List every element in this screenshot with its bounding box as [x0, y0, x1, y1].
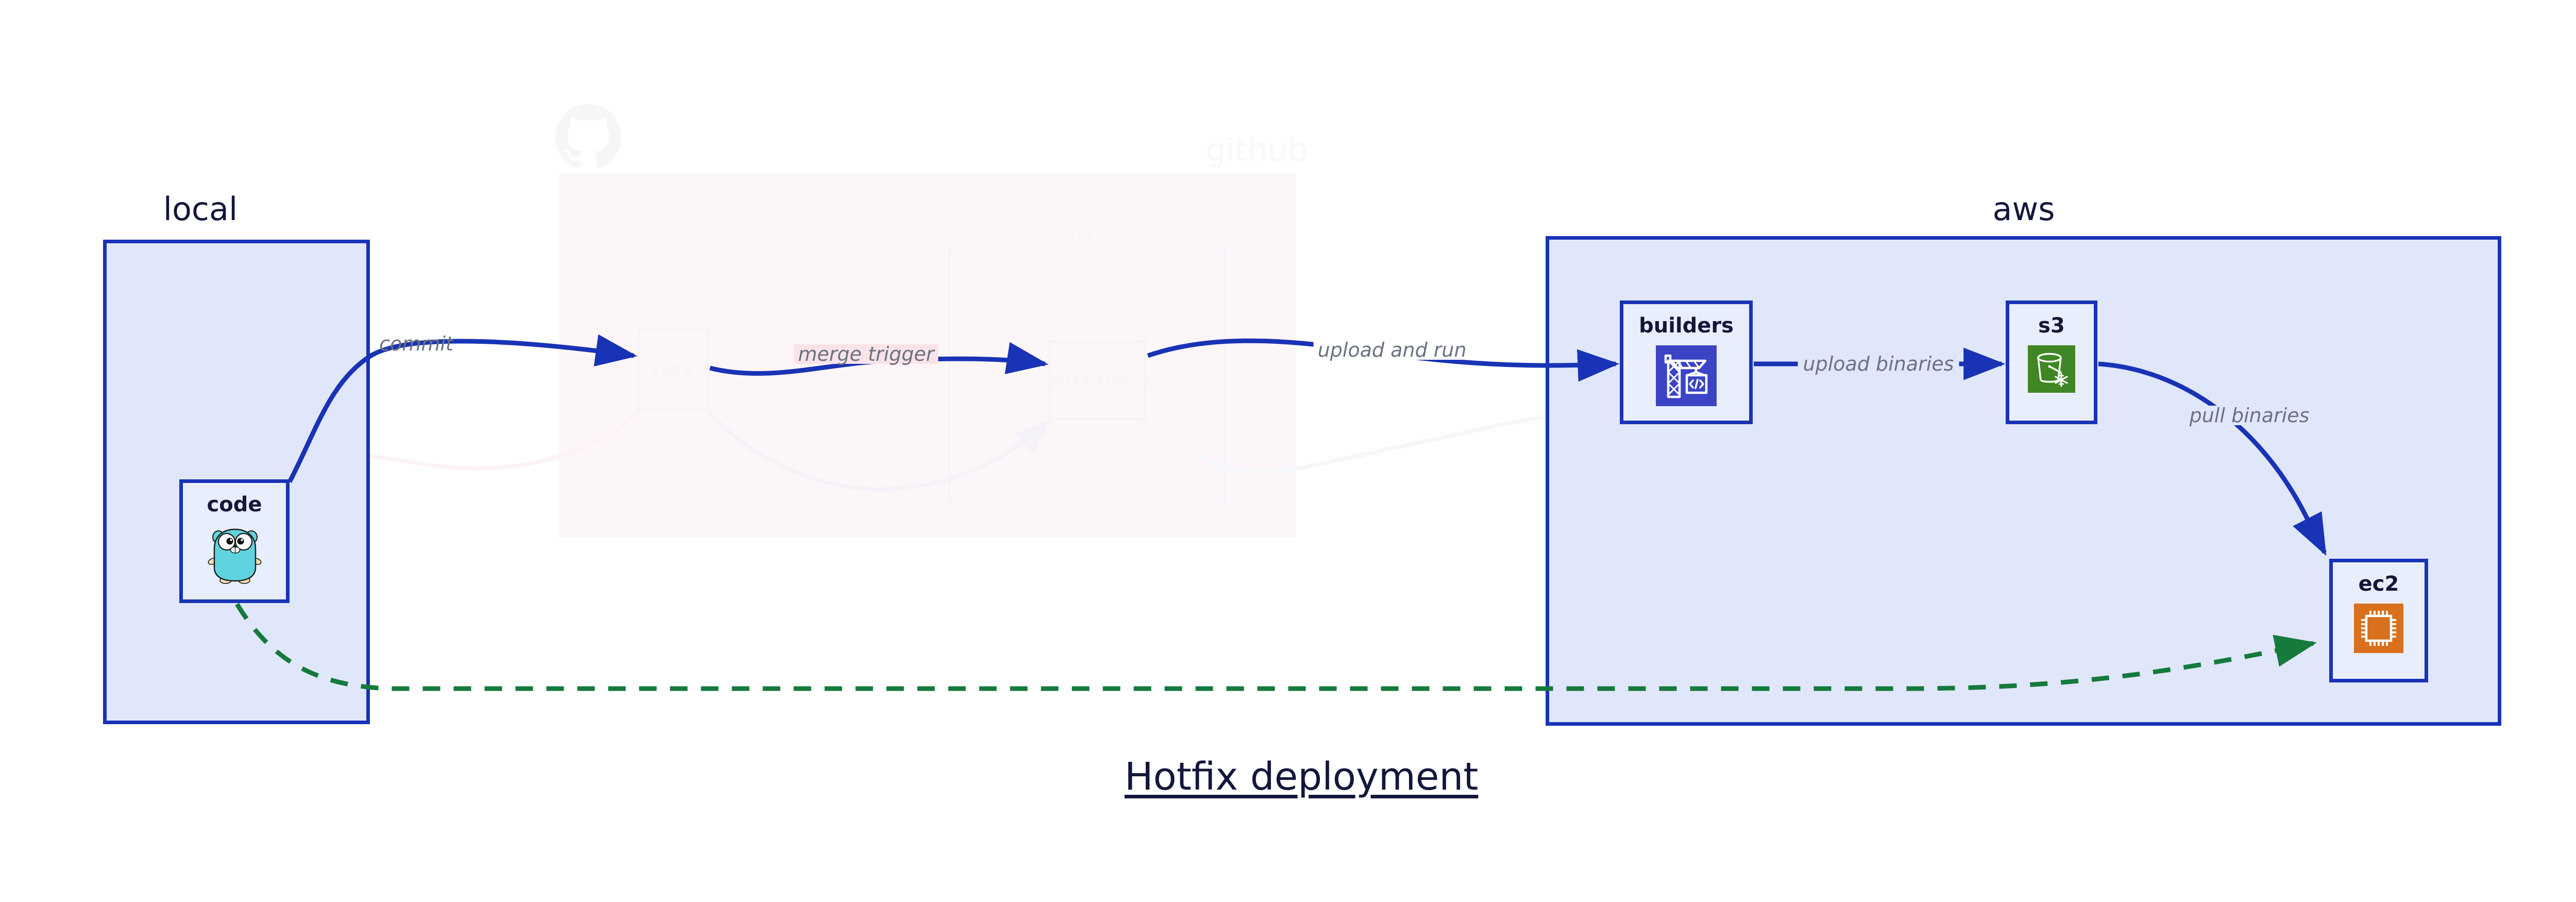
node-label-workflows: workflows — [1038, 368, 1157, 392]
aws-ec2-icon — [2354, 604, 2403, 655]
edge-label-upload-binaries: upload binaries — [1798, 354, 1959, 374]
edge-label-commit: commit — [379, 332, 453, 355]
edge-label-pull-binaries: pull binaries — [2184, 406, 2315, 425]
github-octocat-icon — [555, 104, 621, 169]
go-gopher-icon — [206, 524, 263, 587]
aws-codebuild-icon — [1656, 345, 1717, 408]
cluster-label-github: github — [1206, 131, 1308, 169]
cluster-label-aws: aws — [1992, 190, 2055, 228]
node-workflows[interactable]: workflows — [1039, 340, 1156, 420]
node-code[interactable]: code — [179, 479, 290, 603]
node-dev[interactable]: dev — [637, 328, 709, 411]
cluster-label-local: local — [163, 190, 238, 228]
edge-commit — [287, 334, 638, 483]
edge-label-merge-trigger: merge trigger — [794, 344, 938, 364]
node-label-ec2: ec2 — [2358, 572, 2399, 596]
aws-s3-glacier-icon — [2028, 345, 2075, 395]
diagram-caption: Hotfix deployment — [1124, 755, 1479, 799]
node-ec2[interactable]: ec2 — [2329, 559, 2428, 682]
node-label-builders: builders — [1639, 314, 1734, 338]
node-label-dev: dev — [652, 358, 694, 381]
node-label-s3: s3 — [2038, 314, 2065, 338]
node-label-code: code — [207, 493, 262, 516]
node-s3[interactable]: s3 — [2006, 300, 2097, 424]
edge-code-to-ec2 — [235, 603, 2317, 691]
cluster-master — [948, 247, 1226, 505]
edge-label-upload-and-run: upload and run — [1313, 340, 1471, 360]
edge-pull-binaries — [2098, 361, 2327, 556]
node-builders[interactable]: builders — [1620, 300, 1753, 424]
cluster-label-master: master — [1047, 216, 1153, 251]
